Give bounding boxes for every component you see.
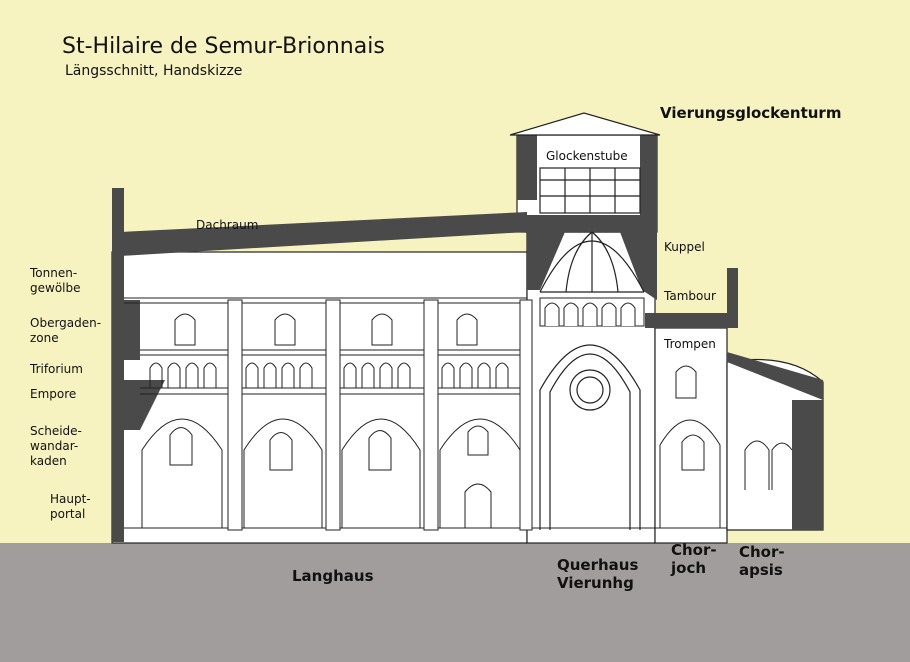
- tower-roof: [509, 112, 661, 214]
- label-transept: Querhaus Vierunhg: [557, 556, 639, 592]
- label-apse: Chor- apsis: [739, 543, 785, 579]
- title: St-Hilaire de Semur-Brionnais: [62, 34, 385, 59]
- label-drum: Tambour: [664, 289, 716, 303]
- ground: [0, 543, 910, 662]
- label-roof-space: Dachraum: [196, 218, 259, 232]
- label-arcades: Scheide- wandar- kaden: [30, 424, 82, 468]
- label-dome: Kuppel: [664, 240, 705, 254]
- turret: [728, 268, 738, 328]
- label-choir-bay: Chor- joch: [671, 541, 717, 577]
- label-main-portal: Haupt- portal: [50, 492, 91, 521]
- label-clerestory: Obergaden- zone: [30, 316, 102, 345]
- label-squinches: Trompen: [664, 337, 716, 351]
- crossing-arch: [539, 344, 641, 530]
- nave-pilasters: [227, 299, 533, 531]
- label-tower: Vierungsglockenturm: [660, 104, 842, 122]
- label-barrel-vault: Tonnen- gewölbe: [30, 266, 81, 295]
- label-belfry: Glockenstube: [546, 149, 628, 163]
- label-gallery: Empore: [30, 387, 77, 401]
- subtitle: Längsschnitt, Handskizze: [65, 63, 243, 79]
- drum-arcade: [539, 297, 645, 327]
- choir-details: [659, 365, 793, 528]
- dome: [539, 231, 645, 293]
- label-nave: Langhaus: [292, 567, 374, 585]
- label-triforium: Triforium: [30, 362, 83, 376]
- nave-bays: [141, 313, 521, 529]
- nave-wall: [111, 251, 528, 544]
